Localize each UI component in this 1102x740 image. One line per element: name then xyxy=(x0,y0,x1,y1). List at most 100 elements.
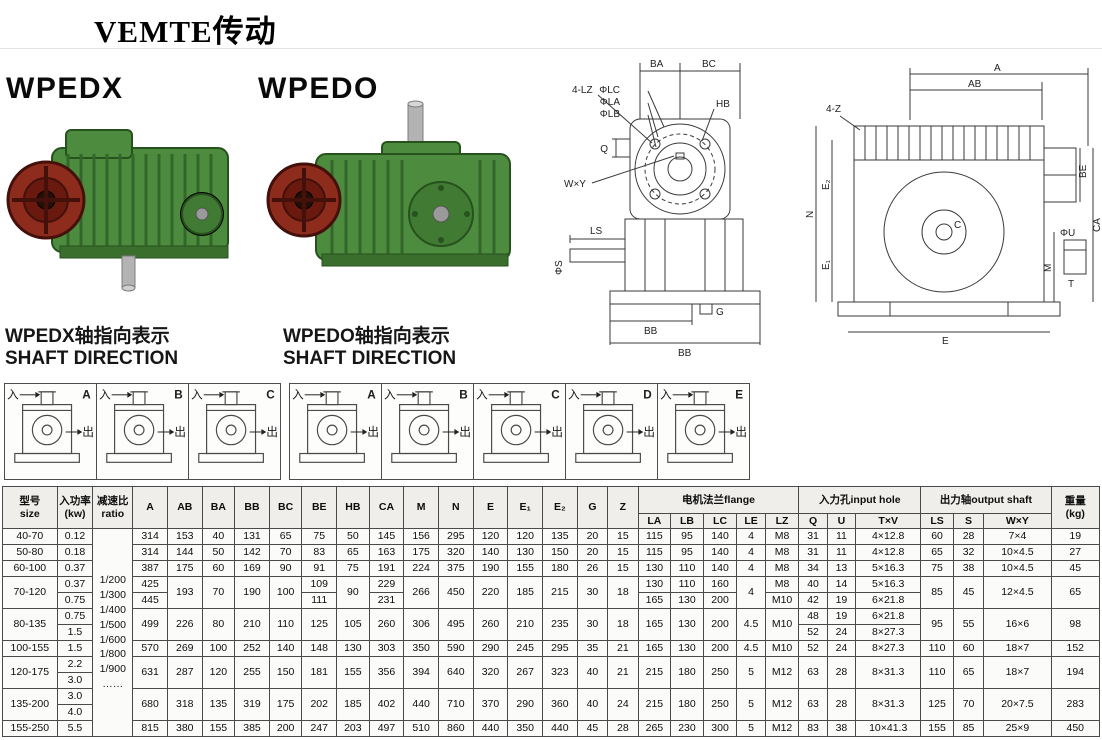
dim-label-bc: BC xyxy=(702,59,716,70)
spec-cell: M8 xyxy=(764,528,800,545)
spec-cell: 200 xyxy=(702,592,738,609)
spec-cell: 140 xyxy=(702,544,738,561)
spec-cell: 4.5 xyxy=(736,640,766,657)
spec-cell: 266 xyxy=(403,576,439,609)
spec-cell: 12×4.5 xyxy=(983,576,1052,609)
dim-label-e1: E₁ xyxy=(821,259,832,270)
out-label: 出 xyxy=(174,425,186,439)
spec-cell: 631 xyxy=(132,656,168,689)
spec-cell: 65 xyxy=(268,528,303,545)
spec-cell: 15 xyxy=(607,560,639,577)
spec-cell: 45 xyxy=(1050,560,1101,577)
shaft-direction-sketch: 入出D xyxy=(568,389,655,463)
spec-cell: 70 xyxy=(268,544,303,561)
spec-cell: 229 xyxy=(368,576,405,593)
spec-cell: 50 xyxy=(201,544,236,561)
wpedx-shaft-direction-title-en: SHAFT DIRECTION xyxy=(5,348,179,370)
dim-label-ba: BA xyxy=(650,59,664,70)
dim-label-4lz: 4-LZ xyxy=(572,85,593,96)
out-label: 出 xyxy=(82,425,94,439)
spec-header-cell: M xyxy=(403,486,439,529)
spec-cell: 5×16.3 xyxy=(855,576,922,593)
spec-cell: 499 xyxy=(132,608,168,641)
spec-cell: 83 xyxy=(798,720,828,737)
spec-cell: 590 xyxy=(437,640,474,657)
spec-cell: 6×21.8 xyxy=(855,592,922,609)
spec-cell: 24 xyxy=(826,624,857,641)
spec-cell: 193 xyxy=(166,576,203,609)
in-label: 入 xyxy=(660,389,672,402)
spec-cell: 80-135 xyxy=(2,608,58,641)
spec-cell: 45 xyxy=(576,720,609,737)
spec-cell: 402 xyxy=(368,688,405,721)
spec-cell: 200 xyxy=(702,640,738,657)
spec-cell: M8 xyxy=(764,544,800,561)
dim-label-bb2: BB xyxy=(678,348,692,359)
spec-cell: 1/200 1/300 1/400 1/500 1/600 1/800 1/90… xyxy=(92,528,134,737)
spec-cell: 245 xyxy=(507,640,543,657)
spec-cell: 35 xyxy=(576,640,609,657)
spec-cell: 120 xyxy=(507,528,543,545)
spec-cell: 60 xyxy=(952,640,985,657)
spec-cell: 65 xyxy=(1050,576,1101,609)
model-title-wpedx: WPEDX xyxy=(6,72,124,105)
spec-cell: M12 xyxy=(764,720,800,737)
spec-cell: 21 xyxy=(607,640,639,657)
shaft-direction-sketch: 入出A xyxy=(7,389,94,463)
spec-header-cell: E₁ xyxy=(507,486,543,529)
shaft-direction-sketch: 入出A xyxy=(292,389,379,463)
spec-cell: 267 xyxy=(507,656,543,689)
spec-cell: 75 xyxy=(301,528,338,545)
dim-label-ab: AB xyxy=(968,79,982,90)
spec-cell: M10 xyxy=(764,640,800,657)
spec-cell: M8 xyxy=(764,576,800,593)
spec-cell: 155 xyxy=(920,720,954,737)
out-label: 出 xyxy=(459,425,471,439)
spec-cell: 42 xyxy=(798,592,828,609)
spec-cell: 290 xyxy=(507,688,543,721)
spec-cell: 28 xyxy=(607,720,639,737)
spec-header-cell: LS xyxy=(920,513,954,529)
spec-cell: 181 xyxy=(301,656,338,689)
spec-cell: 34 xyxy=(798,560,828,577)
spec-cell: 144 xyxy=(166,544,203,561)
spec-cell: 3.0 xyxy=(56,672,94,689)
spec-cell: 247 xyxy=(301,720,338,737)
spec-cell: 0.75 xyxy=(56,608,94,625)
side-view-drawing: A AB 4-Z BE CA E₂ N E₁ C M E ΦU T xyxy=(805,63,1100,347)
spec-cell: 26 xyxy=(576,560,609,577)
spec-cell: 252 xyxy=(234,640,270,657)
spec-cell: 250 xyxy=(702,688,738,721)
dim-label-e: E xyxy=(942,336,949,347)
spec-cell: 150 xyxy=(268,656,303,689)
spec-cell: 95 xyxy=(920,608,954,641)
spec-cell: 185 xyxy=(336,688,370,721)
spec-cell: 640 xyxy=(437,656,474,689)
spec-header-cell: LE xyxy=(736,513,766,529)
spec-cell: 356 xyxy=(368,656,405,689)
spec-cell: 18 xyxy=(607,608,639,641)
spec-cell: 140 xyxy=(472,544,509,561)
spec-header-cell: A xyxy=(132,486,168,529)
variant-letter: A xyxy=(82,389,91,402)
spec-header-cell: 入力孔input hole xyxy=(798,486,922,514)
spec-cell: 130 xyxy=(637,576,672,593)
dim-label-4z: 4-Z xyxy=(826,104,841,115)
side-view-labels: A AB 4-Z BE CA E₂ N E₁ C M E ΦU T xyxy=(805,63,1100,347)
spec-header-cell: AB xyxy=(166,486,203,529)
spec-cell: 70-120 xyxy=(2,576,58,609)
wpedo-shaft-direction-title: WPEDO轴指向表示 SHAFT DIRECTION xyxy=(283,326,456,371)
shaft-direction-sketch: 入出B xyxy=(384,389,471,463)
spec-cell: 0.37 xyxy=(56,576,94,593)
